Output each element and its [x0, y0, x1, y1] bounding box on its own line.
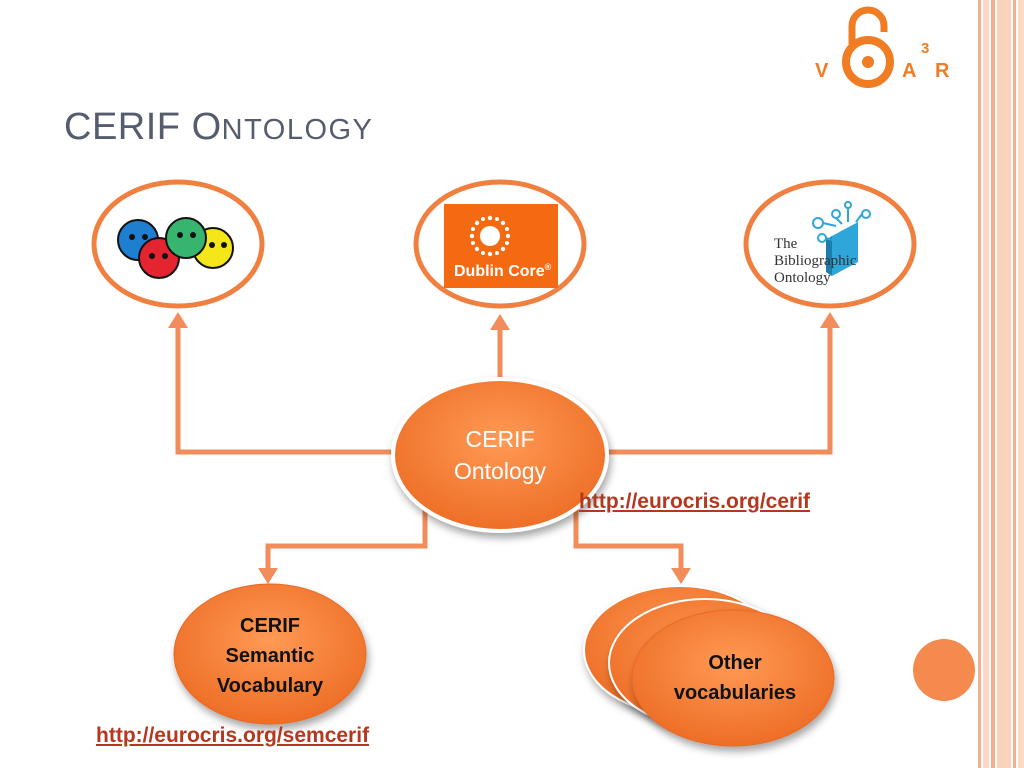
- connector-middle: [490, 314, 510, 378]
- logo-letter-r: R: [935, 60, 950, 82]
- open-access-lock-icon: [842, 6, 894, 88]
- connector-bottom-right: [573, 506, 691, 584]
- bibo-line2: Bibliographic: [774, 253, 857, 269]
- connector-right: [606, 312, 840, 455]
- page-title: CERIF ONTOLOGY: [64, 106, 373, 149]
- cerif-ontology-node: [391, 377, 609, 533]
- cerif-semantic-vocabulary-node: [173, 583, 367, 725]
- title-first-word: CERIF: [64, 106, 192, 148]
- other-vocabularies-node: [631, 609, 835, 747]
- dublin-core-sun-icon: [469, 215, 511, 257]
- bibo-book-icon: [812, 201, 871, 276]
- dublin-core-logo: [444, 204, 558, 288]
- other-vocabularies-stack: [583, 585, 835, 747]
- right-border-stripe: [997, 0, 1011, 768]
- cerif-ontology-label: CERIF Ontology: [400, 423, 600, 487]
- other-line2: vocabularies: [673, 682, 797, 704]
- semantic-line2: Semantic: [225, 645, 315, 667]
- dublin-core-label: Dublin Core®: [448, 262, 554, 281]
- right-border-stripe: [983, 0, 989, 768]
- bibo-line3: Ontology: [774, 270, 831, 286]
- dublin-core-text: Dublin Core: [454, 263, 545, 281]
- title-rest: NTOLOGY: [221, 114, 374, 146]
- dublin-core-registered: ®: [544, 262, 552, 272]
- cerif-link[interactable]: http://eurocris.org/cerif: [579, 490, 811, 513]
- other-vocabularies-label: Other vocabularies: [640, 648, 830, 708]
- right-border-stripe: [991, 0, 995, 768]
- cerif-ontology-line2: Ontology: [453, 458, 547, 484]
- right-border-stripe: [1018, 0, 1024, 768]
- cerif-ontology-line1: CERIF: [465, 426, 535, 452]
- connector-bottom-left: [258, 506, 428, 584]
- decorative-orange-dot: [913, 639, 975, 701]
- title-big-o: O: [191, 106, 222, 148]
- connector-left: [168, 312, 392, 455]
- bibo-text: The Bibliographic Ontology: [774, 236, 857, 287]
- semantic-line3: Vocabulary: [216, 675, 324, 697]
- right-border-stripe: [1013, 0, 1016, 768]
- logo-letter-v: V: [815, 60, 829, 82]
- semantic-line1: CERIF: [240, 615, 300, 637]
- right-border-stripe: [978, 0, 981, 768]
- logo-letter-a: A: [902, 60, 917, 82]
- foaf-faces-icon: [117, 217, 234, 279]
- other-line1: Other: [708, 652, 762, 674]
- bibo-line1: The: [774, 236, 798, 252]
- logo-superscript: 3: [921, 40, 930, 57]
- cerif-semantic-vocabulary-label: CERIF Semantic Vocabulary: [180, 611, 360, 701]
- semcerif-link[interactable]: http://eurocris.org/semcerif: [96, 724, 370, 747]
- va3r-logo: V A 3 R: [810, 0, 960, 92]
